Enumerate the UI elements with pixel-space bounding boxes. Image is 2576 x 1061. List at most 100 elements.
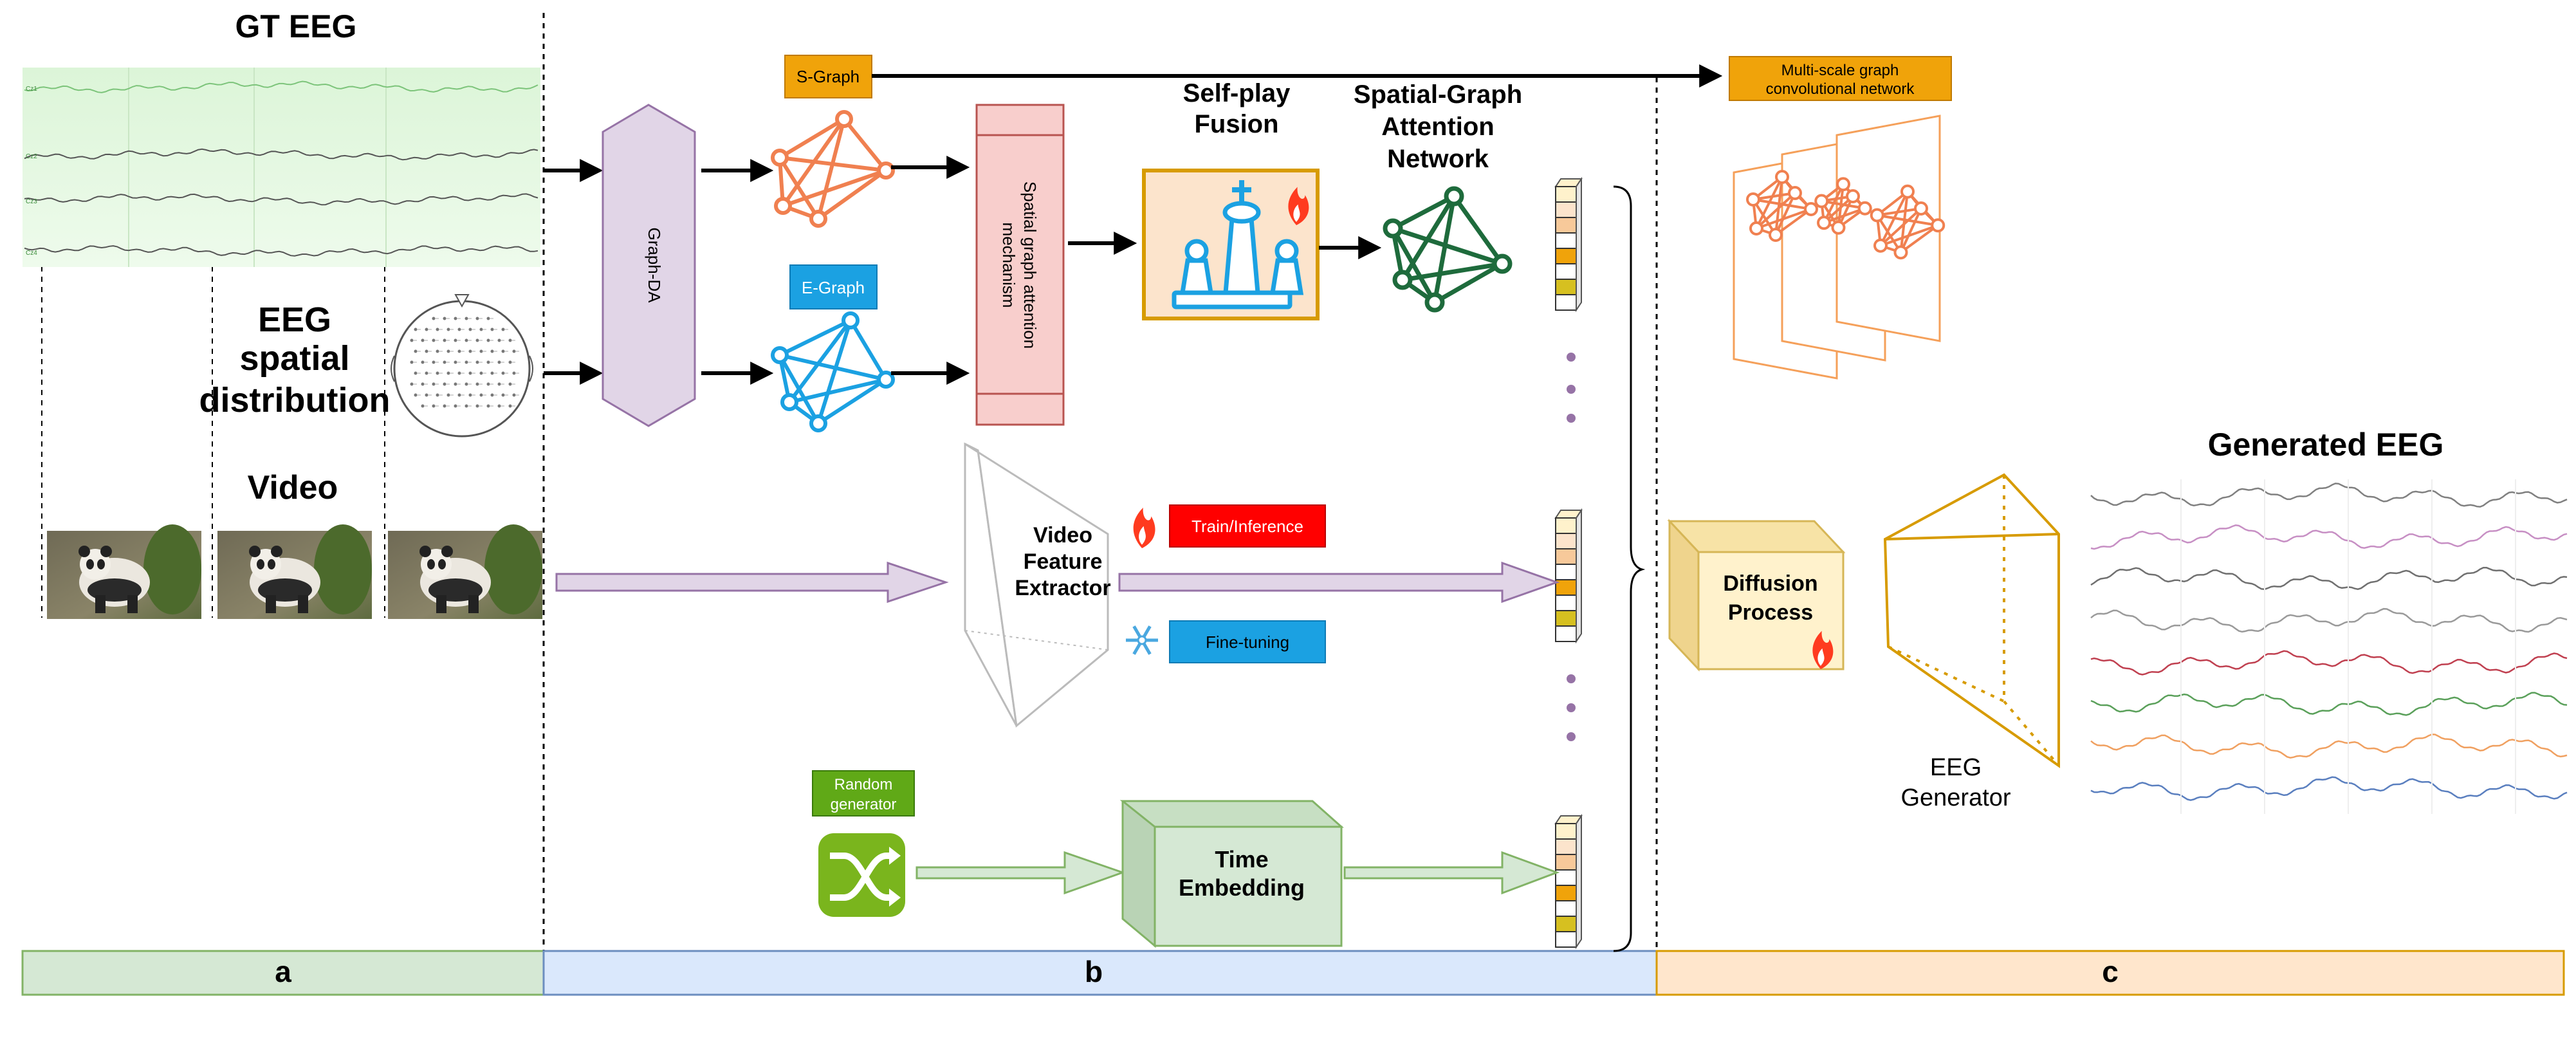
graph-edge xyxy=(817,378,887,425)
graph-edge xyxy=(1433,261,1504,305)
electrode-dot xyxy=(486,360,490,364)
feature-stack-video xyxy=(1554,508,1583,644)
graph-node xyxy=(1914,201,1928,216)
panda-ear xyxy=(419,546,431,557)
electrode-dot xyxy=(486,382,490,386)
s-graph-label: S-Graph xyxy=(796,67,860,86)
train-inference-label: Train/Inference xyxy=(1191,517,1303,536)
graph-edge xyxy=(816,320,852,424)
channel-label: Cz3 xyxy=(26,198,37,205)
stack-cell xyxy=(1555,294,1577,311)
ellipsis-dot xyxy=(1567,414,1576,423)
electrode-dot xyxy=(425,349,428,353)
graph-edge xyxy=(778,117,845,160)
bush xyxy=(484,524,542,614)
electrode-dot xyxy=(475,317,479,320)
electrode-dot xyxy=(486,317,490,320)
graph-da-label: Graph-DA xyxy=(645,227,664,303)
graph-edge xyxy=(817,169,887,221)
graph-node xyxy=(1857,201,1872,216)
electrode-dot xyxy=(486,338,490,342)
generated-eeg-trace xyxy=(2090,566,2568,591)
graph-node xyxy=(1775,170,1789,184)
stack-cell xyxy=(1555,625,1577,642)
panel-bar-c: c xyxy=(1655,950,2565,996)
graph-node xyxy=(780,393,798,411)
attention-block: Spatial graph attention mechanism xyxy=(975,104,1065,426)
electrode-dot xyxy=(465,338,468,342)
electrode-dot xyxy=(443,360,446,364)
graph-edge xyxy=(779,156,887,172)
electrode-dot xyxy=(436,393,439,397)
electrode-dot xyxy=(501,349,505,353)
electrode-dot xyxy=(490,349,494,353)
panda-frame xyxy=(217,524,372,619)
electrode-dot xyxy=(486,404,490,408)
chess-king-collar xyxy=(1222,201,1261,224)
electrode-dot xyxy=(443,317,446,320)
fine-tuning-label: Fine-tuning xyxy=(1206,632,1289,652)
graph-node xyxy=(835,110,853,128)
graph-edge xyxy=(1876,214,1902,254)
multiscale-line2: convolutional network xyxy=(1766,80,1915,98)
graph-edge xyxy=(1392,226,1504,266)
graph-node xyxy=(842,311,860,329)
gt-eeg-trace xyxy=(24,193,538,206)
time-embedding-line2: Embedding xyxy=(1179,874,1305,901)
electrode-dot xyxy=(457,349,461,353)
electrode-dot xyxy=(475,382,479,386)
panda-ear xyxy=(271,546,282,557)
stack-cell xyxy=(1555,931,1577,948)
electrode-dot xyxy=(501,371,505,375)
electrode-dot xyxy=(421,404,425,408)
electrode-dot xyxy=(490,393,494,397)
channel-label: Cz2 xyxy=(26,153,37,160)
electrode-dot xyxy=(443,404,446,408)
feature-stack-time xyxy=(1554,813,1583,950)
electrode-dot xyxy=(457,371,461,375)
ellipsis-dot xyxy=(1567,674,1576,683)
graph-edge xyxy=(816,118,846,219)
graph-edge xyxy=(1774,192,1796,235)
snowflake-icon xyxy=(1126,625,1158,655)
graph-node xyxy=(1444,186,1464,207)
graph-edge xyxy=(1899,208,1922,254)
eeg-generator-line1: EEG xyxy=(1930,754,1982,781)
graph-node xyxy=(774,197,792,215)
chess-pawn-body xyxy=(1179,258,1214,295)
graph-edge xyxy=(778,354,820,425)
panda-leg xyxy=(468,595,479,613)
panda-frame xyxy=(47,524,201,619)
panda-ear xyxy=(78,546,90,557)
electrode-dot xyxy=(436,349,439,353)
graph-edge xyxy=(1877,207,1922,217)
shuffle-icon xyxy=(818,833,905,917)
generated-eeg-trace xyxy=(2090,776,2568,801)
stack-cell xyxy=(1555,838,1577,855)
graph-edge xyxy=(1774,208,1812,236)
gt-eeg-trace xyxy=(24,80,538,93)
sgan-network xyxy=(1383,186,1513,313)
train-inference-tag: Train/Inference xyxy=(1169,504,1326,548)
gt-eeg-trace xyxy=(24,245,538,257)
electrode-dot xyxy=(425,393,428,397)
stack-cell xyxy=(1555,201,1577,218)
graph-node xyxy=(1931,218,1946,233)
stack-cell xyxy=(1555,564,1577,580)
electrode-dot xyxy=(468,393,472,397)
panda-ear xyxy=(100,546,112,557)
panda-eye xyxy=(438,559,446,569)
generated-eeg-trace xyxy=(2090,650,2568,676)
electrode-dot xyxy=(468,328,472,331)
electrode-dot xyxy=(432,317,436,320)
electrode-dot xyxy=(465,382,468,386)
panda-leg xyxy=(266,595,276,613)
eeg-generator: EEG Generator xyxy=(1883,473,2060,811)
electrode-dot xyxy=(432,404,436,408)
stack-side xyxy=(1576,813,1582,950)
ellipsis-dot xyxy=(1567,353,1576,362)
generated-eeg-trace xyxy=(2090,483,2568,508)
